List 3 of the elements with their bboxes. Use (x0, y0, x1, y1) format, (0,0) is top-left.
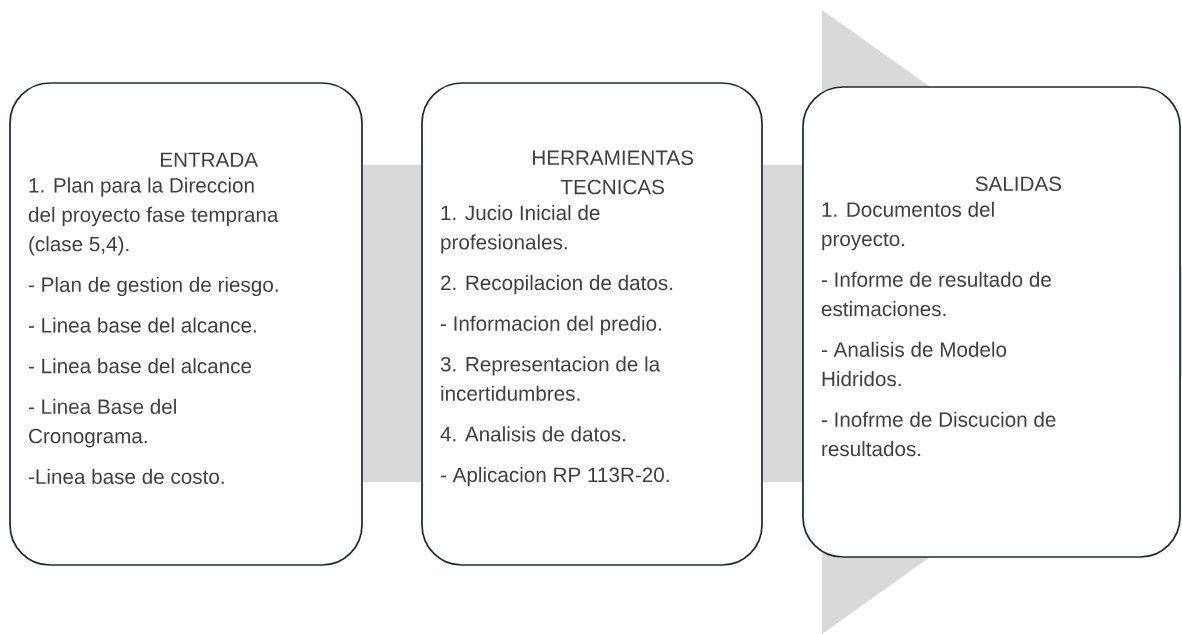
process-box: ENTRADA 1. Plan para la Direccion del proyecto fase temprana (clase 5,4). - Plan de gestion de riesgo. - Linea base del alcance. - Linea base del alcance - Linea Base del Cronograma. -Linea base de costo. (9, 82, 363, 566)
process-box: HERRAMIENTAS TECNICAS 1. Jucio Inicial de profesionales. 2. Recopilacion de datos. - Informacion del predio. 3. Representacion de la incertidumbres. 4. Analisis de datos. - Aplicacion RP 113R-20. (421, 82, 763, 566)
process-box: SALIDAS 1. Documentos del proyecto. - Informe de resultado de estimaciones. - Analisis de Modelo Hidridos. - Inofrme de Discucion de resultados. (802, 86, 1181, 558)
